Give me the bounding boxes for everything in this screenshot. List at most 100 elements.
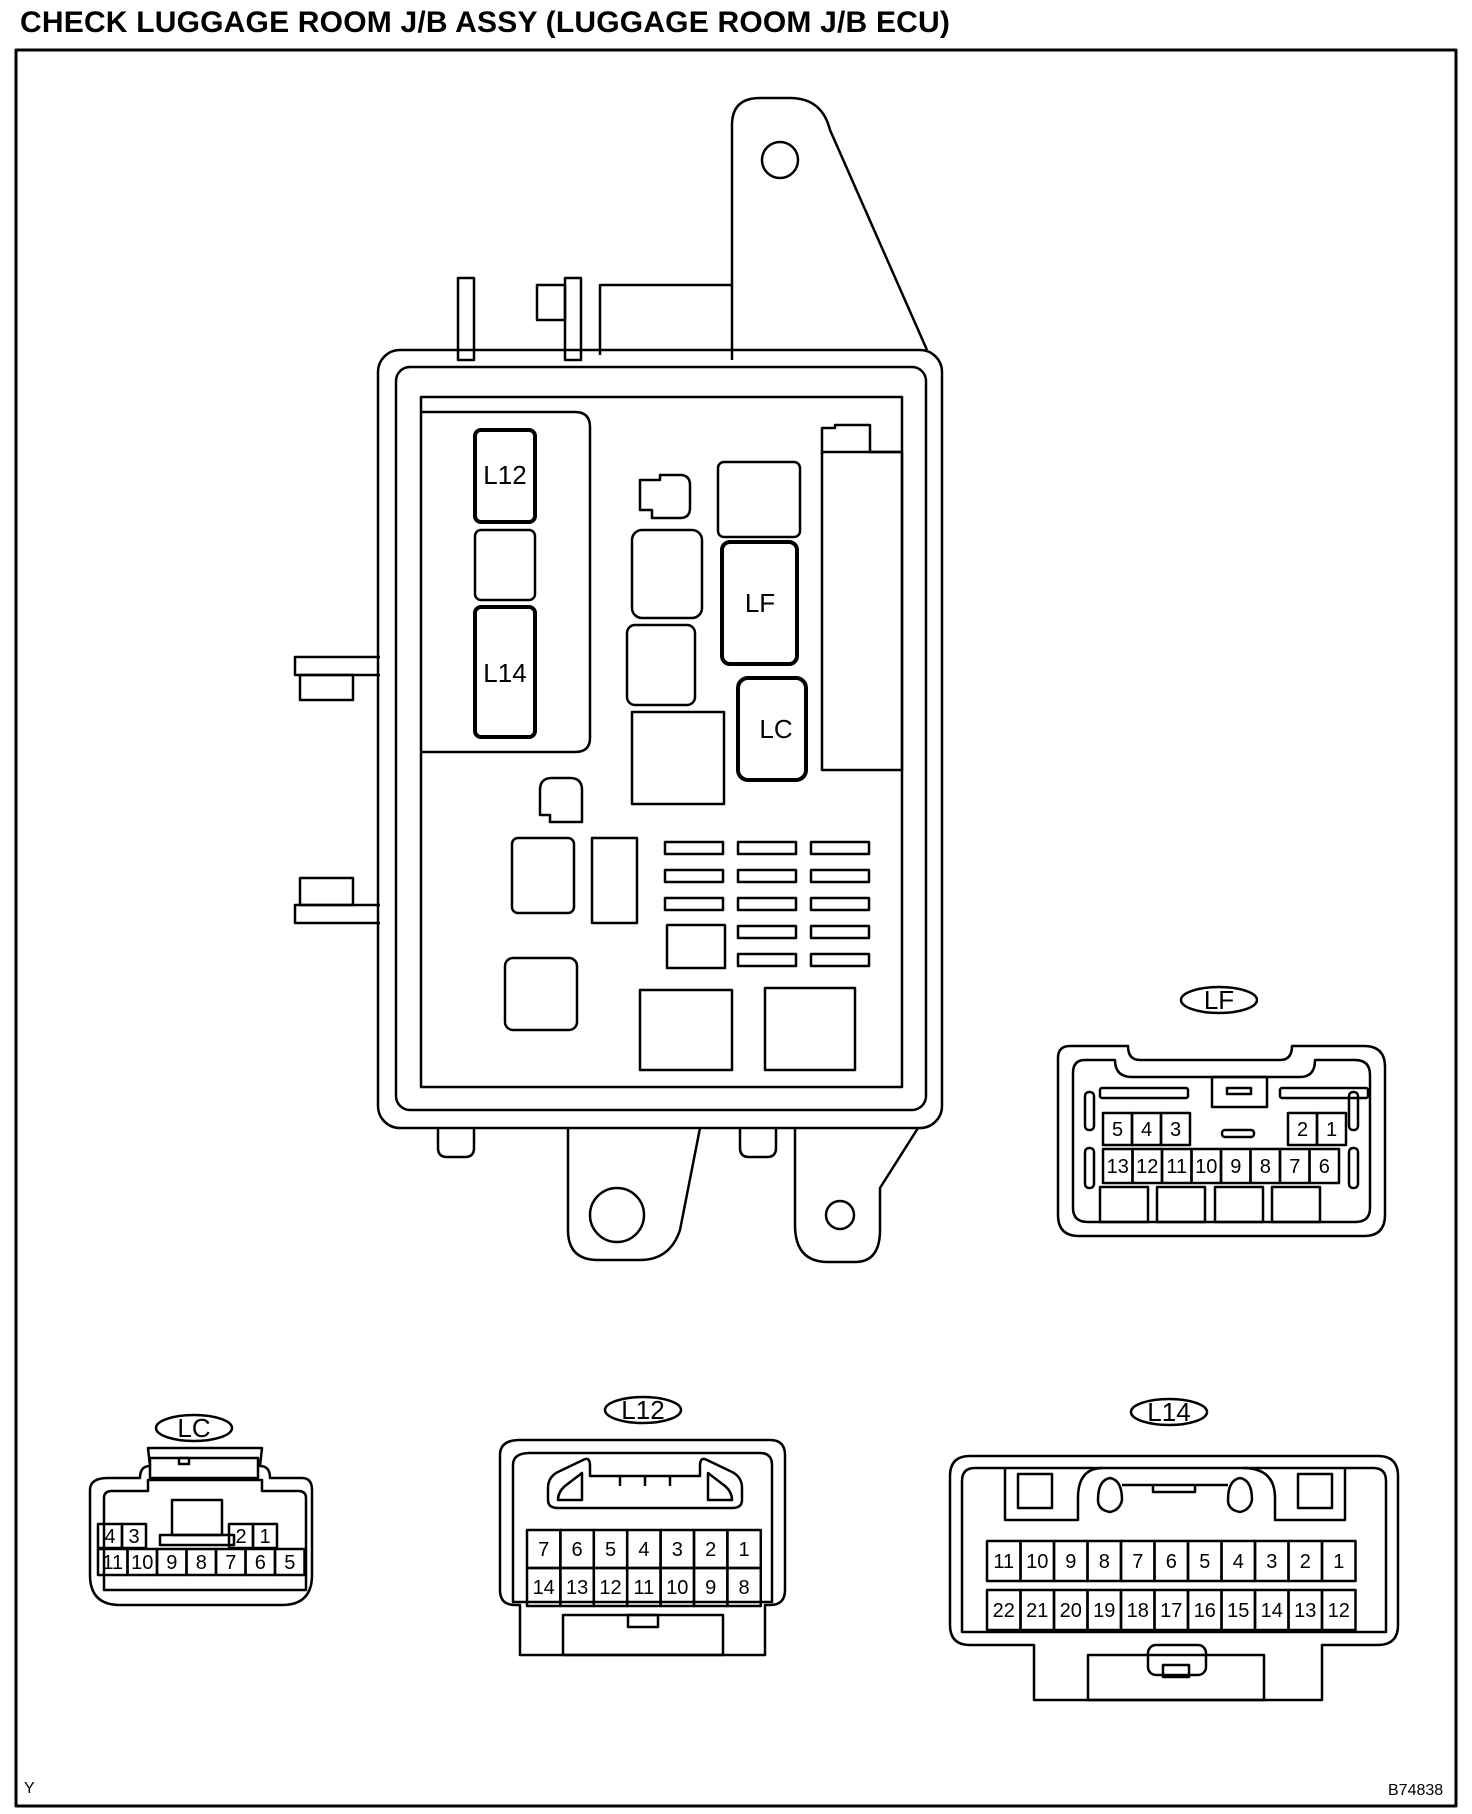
pin-number: 9 (705, 1577, 716, 1599)
pin-number: 7 (1289, 1156, 1300, 1178)
pin-number: 10 (1195, 1156, 1217, 1178)
pin-number: 4 (638, 1539, 649, 1561)
pin-number: 8 (196, 1552, 207, 1574)
pin-number: 21 (1026, 1600, 1048, 1622)
pin-number: 4 (104, 1526, 115, 1548)
fuse-array (663, 840, 871, 968)
pin-number: 6 (1319, 1156, 1330, 1178)
connector-label-l12: L12 (621, 1395, 664, 1425)
pin-number: 2 (235, 1526, 246, 1548)
footer-left-code: Y (24, 1780, 35, 1797)
pin-cell (726, 1566, 763, 1608)
pin-number: 11 (634, 1577, 655, 1599)
connector-label-l14: L14 (1147, 1397, 1190, 1427)
upper-bracket (730, 96, 929, 360)
pin-number: 10 (1026, 1551, 1048, 1573)
pin-number: 20 (1060, 1600, 1082, 1622)
pin-number: 3 (672, 1539, 683, 1561)
pin-number: 9 (1230, 1156, 1241, 1178)
pin-number: 7 (1132, 1551, 1143, 1573)
pin-number: 1 (739, 1539, 750, 1561)
pin-number: 14 (1261, 1600, 1283, 1622)
label-ellipse-lf (1179, 985, 1259, 1015)
socket-l14 (473, 605, 537, 739)
socket-lc (736, 676, 808, 782)
pin-number: 5 (1199, 1551, 1210, 1573)
label-ellipse-l12 (603, 1395, 683, 1425)
pin-number: 11 (102, 1552, 123, 1574)
pin-number: 2 (1297, 1119, 1308, 1141)
pin-number: 7 (225, 1552, 236, 1574)
jb-label-lf: LF (745, 588, 775, 618)
lower-bracket-right (793, 1127, 920, 1264)
pin-number: 1 (259, 1526, 270, 1548)
jb-housing-outer (376, 348, 944, 1130)
pin-number: 3 (1266, 1551, 1277, 1573)
jb-panel (419, 395, 904, 1089)
pin-number: 12 (1136, 1156, 1158, 1178)
label-ellipse-l14 (1129, 1397, 1209, 1427)
pin-number: 19 (1093, 1600, 1115, 1622)
figure-id: B74838 (1388, 1782, 1444, 1799)
pin-number: 4 (1233, 1551, 1244, 1573)
connector-bay (421, 410, 592, 754)
socket-l12 (473, 428, 537, 524)
junction-block (293, 96, 944, 1264)
top-tab-right (563, 276, 583, 362)
jb-label-l14: L14 (483, 658, 526, 688)
jb-label-lc: LC (759, 714, 792, 744)
side-tab-upper (293, 655, 380, 677)
lower-bracket-left (566, 1127, 702, 1262)
page-title: CHECK LUGGAGE ROOM J/B ASSY (LUGGAGE ROO… (20, 6, 951, 39)
pin-number: 8 (1099, 1551, 1110, 1573)
figure-frame (14, 48, 1458, 1808)
pin-number: 8 (739, 1577, 750, 1599)
side-tab-lower (293, 903, 380, 925)
pin-number: 6 (572, 1539, 583, 1561)
pin-cell (1159, 1111, 1192, 1147)
jb-label-l12: L12 (483, 460, 526, 490)
pin-number: 17 (1160, 1600, 1182, 1622)
pin-cell (1315, 1111, 1348, 1147)
pin-number: 14 (533, 1577, 555, 1599)
socket-lf (720, 540, 799, 666)
pin-number: 22 (993, 1600, 1015, 1622)
pin-number: 10 (131, 1552, 153, 1574)
pin-number: 3 (128, 1526, 139, 1548)
pin-number: 11 (993, 1551, 1014, 1573)
pin-number: 8 (1260, 1156, 1271, 1178)
pin-number: 5 (284, 1552, 295, 1574)
pin-number: 6 (1166, 1551, 1177, 1573)
pin-number: 1 (1333, 1551, 1344, 1573)
pin-cell (1320, 1588, 1357, 1632)
pin-number: 3 (1170, 1119, 1181, 1141)
pin-number: 5 (605, 1539, 616, 1561)
label-ellipse-lc (154, 1413, 234, 1443)
pin-number: 2 (1300, 1551, 1311, 1573)
pin-number: 18 (1127, 1600, 1149, 1622)
pin-number: 16 (1194, 1600, 1216, 1622)
pin-number: 1 (1326, 1119, 1337, 1141)
pin-number: 6 (255, 1552, 266, 1574)
pin-number: 13 (1107, 1156, 1129, 1178)
pin-number: 5 (1112, 1119, 1123, 1141)
pin-number: 2 (705, 1539, 716, 1561)
pin-number: 12 (599, 1577, 621, 1599)
pin-number: 13 (1294, 1600, 1316, 1622)
top-tab-left (456, 276, 476, 362)
pin-number: 9 (166, 1552, 177, 1574)
connector-label-lc: LC (177, 1413, 210, 1443)
pin-number: 13 (566, 1577, 588, 1599)
pin-number: 15 (1227, 1600, 1249, 1622)
pin-number: 12 (1328, 1600, 1350, 1622)
connector-label-lf: LF (1204, 985, 1234, 1015)
pin-cell (1308, 1147, 1341, 1185)
pin-cell (1320, 1539, 1357, 1583)
pin-number: 9 (1065, 1551, 1076, 1573)
pin-number: 4 (1141, 1119, 1152, 1141)
pin-number: 7 (538, 1539, 549, 1561)
